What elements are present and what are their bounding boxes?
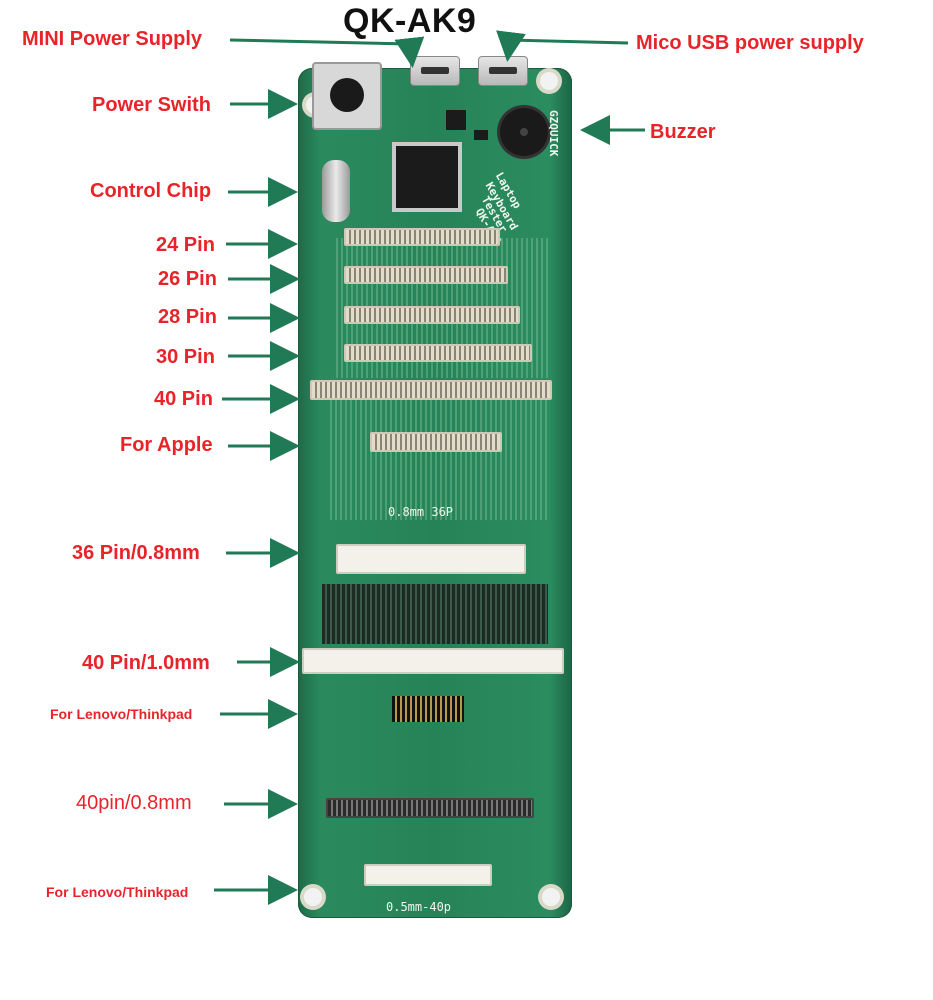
label-lenovo-thinkpad-1: For Lenovo/Thinkpad [50, 706, 193, 722]
small-chip [474, 130, 488, 140]
connector-lenovo-05mm [364, 864, 492, 886]
label-buzzer: Buzzer [650, 121, 716, 143]
connector-40pin-10mm [302, 648, 564, 674]
label-micro-usb-power: Mico USB power supply [636, 32, 864, 54]
silk-36p: 0.8mm 36P [388, 505, 454, 519]
mount-hole-bottom-right [542, 888, 560, 906]
label-40-pin: 40 Pin [154, 388, 213, 410]
crystal-oscillator [322, 160, 350, 222]
silk-40p: 0.5mm-40p [386, 900, 452, 914]
connector-apple [370, 432, 502, 452]
pcb-traces-mid [330, 400, 550, 520]
connector-26pin [344, 266, 508, 284]
buzzer-component [500, 108, 548, 156]
arrow-mini-power [229, 36, 425, 68]
connector-lenovo-board [392, 696, 464, 722]
label-power-switch: Power Swith [92, 94, 211, 116]
product-title: QK-AK9 [343, 2, 477, 40]
label-26-pin: 26 Pin [158, 268, 217, 290]
label-40pin-08mm: 40pin/0.8mm [76, 792, 192, 814]
power-switch-knob [330, 78, 364, 112]
power-switch [312, 62, 382, 130]
arrow-micro-usb [496, 30, 629, 62]
connector-30pin [344, 344, 532, 362]
control-chip [396, 146, 458, 208]
label-control-chip: Control Chip [90, 180, 212, 202]
connector-36pin-08mm [336, 544, 526, 574]
label-36-pin-08mm: 36 Pin/0.8mm [72, 542, 200, 564]
mount-hole-bottom-left [304, 888, 322, 906]
label-30-pin: 30 Pin [156, 346, 215, 368]
label-for-apple: For Apple [120, 434, 213, 456]
pcb-traces-lower [322, 584, 548, 644]
connector-28pin [344, 306, 520, 324]
connector-40pin-08mm [326, 798, 534, 818]
label-mini-power-supply: MINI Power Supply [22, 28, 203, 50]
regulator-chip [446, 110, 466, 130]
label-40-pin-10mm: 40 Pin/1.0mm [82, 652, 210, 674]
connector-24pin [344, 228, 500, 246]
connector-40pin [310, 380, 552, 400]
label-24-pin: 24 Pin [156, 234, 215, 256]
label-28-pin: 28 Pin [158, 306, 217, 328]
label-lenovo-thinkpad-2: For Lenovo/Thinkpad [46, 884, 189, 900]
mount-hole-top-right [540, 72, 558, 90]
